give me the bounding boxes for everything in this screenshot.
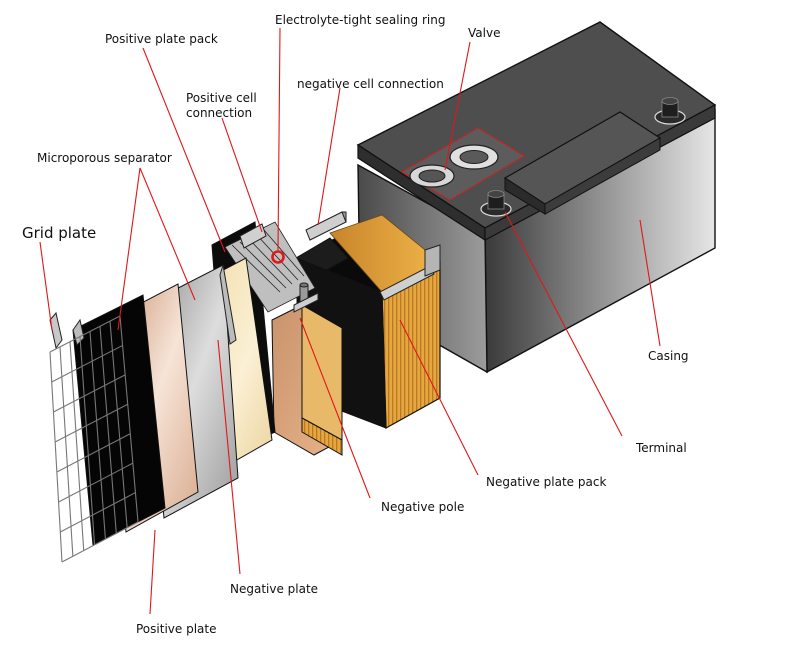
label-negative-plate-pack: Negative plate pack bbox=[486, 475, 606, 489]
grid-line-vertical bbox=[89, 331, 106, 540]
label-casing: Casing bbox=[648, 349, 689, 363]
label-positive-cell-connection-line2: connection bbox=[186, 106, 252, 120]
grid-line-horizontal bbox=[56, 433, 131, 473]
grid-plate bbox=[49, 311, 139, 563]
positive-cell-connection bbox=[239, 223, 267, 249]
label-positive-cell-connection-line1: Positive cell bbox=[186, 91, 257, 105]
label-negative-pole: Negative pole bbox=[381, 500, 464, 514]
grid-line-horizontal bbox=[58, 462, 134, 503]
leader-lines bbox=[39, 27, 661, 615]
grid-line-vertical bbox=[119, 315, 139, 523]
grid-line-horizontal bbox=[49, 315, 121, 353]
label-negative-cell-connection: negative cell connection bbox=[297, 77, 444, 91]
grid-line-horizontal bbox=[60, 492, 136, 533]
label-terminal: Terminal bbox=[635, 441, 687, 455]
grid-line-horizontal bbox=[53, 374, 126, 413]
grid-line-horizontal bbox=[54, 403, 128, 443]
sealing-ring-icon bbox=[271, 250, 285, 264]
grid-line-vertical bbox=[49, 351, 63, 563]
label-positive-plate-pack: Positive plate pack bbox=[105, 32, 218, 46]
grid-line-vertical bbox=[59, 346, 74, 557]
negative-cell-connection bbox=[305, 211, 347, 241]
labels: Electrolyte-tight sealing ring Positive … bbox=[22, 13, 689, 636]
valve-icon bbox=[409, 144, 499, 188]
label-valve: Valve bbox=[468, 26, 500, 40]
label-positive-plate: Positive plate bbox=[136, 622, 216, 636]
grid-line-vertical bbox=[79, 336, 96, 545]
label-grid-plate: Grid plate bbox=[22, 224, 96, 242]
grid-line-horizontal bbox=[61, 521, 139, 563]
negative-pole bbox=[293, 282, 319, 313]
grid-line-vertical bbox=[69, 341, 85, 551]
label-microporous-separator: Microporous separator bbox=[37, 151, 172, 165]
label-negative-plate: Negative plate bbox=[230, 582, 318, 596]
grid-line-vertical bbox=[109, 321, 128, 528]
grid-line-horizontal bbox=[51, 344, 123, 383]
label-electrolyte-ring: Electrolyte-tight sealing ring bbox=[275, 13, 445, 27]
terminal-icon bbox=[480, 97, 686, 217]
grid-line-vertical bbox=[99, 326, 117, 534]
